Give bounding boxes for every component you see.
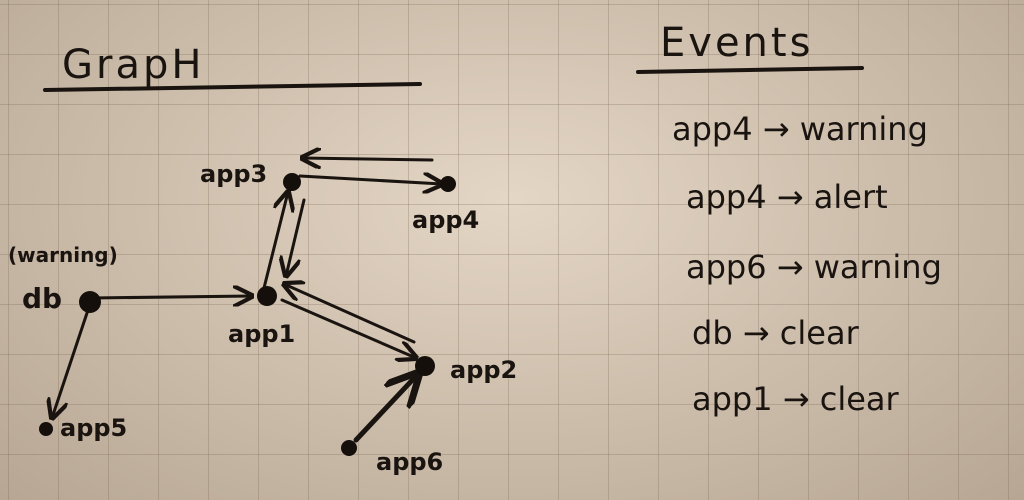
node-app6 [341,440,357,456]
graph-title: GrapH [62,42,204,88]
node-app5-label: app5 [60,414,127,442]
node-app2 [415,356,435,376]
node-app3 [283,173,301,191]
node-app3-label: app3 [200,160,267,188]
event-item: app6 → warning [686,248,942,286]
edge-app4-app3 [302,158,434,160]
edge-db-app5 [52,308,90,418]
node-app1 [257,286,277,306]
edge-db-app1 [90,296,252,298]
event-item: app1 → clear [692,380,900,418]
edge-app6-app2 [353,374,418,443]
event-item: db → clear [692,314,860,352]
node-db-status-label: (warning) [8,243,118,267]
node-app6-label: app6 [376,448,443,476]
event-item: app4 → alert [686,178,888,216]
edge-app1-app3 [262,192,288,290]
edge-app2-app1 [284,284,416,344]
node-app2-label: app2 [450,356,517,384]
node-app4-label: app4 [412,206,479,234]
node-db [79,291,101,313]
graph-title-underline [43,82,422,92]
node-app1-label: app1 [228,320,295,348]
edge-app1-app2 [280,298,416,358]
node-db-label: db [22,282,62,315]
events-title-underline [636,66,864,74]
events-title: Events [660,20,813,66]
event-item: app4 → warning [672,110,928,148]
node-app5 [39,422,53,436]
edge-app3-app1 [286,198,306,276]
node-app4 [440,176,456,192]
edge-app3-app4 [298,176,442,184]
